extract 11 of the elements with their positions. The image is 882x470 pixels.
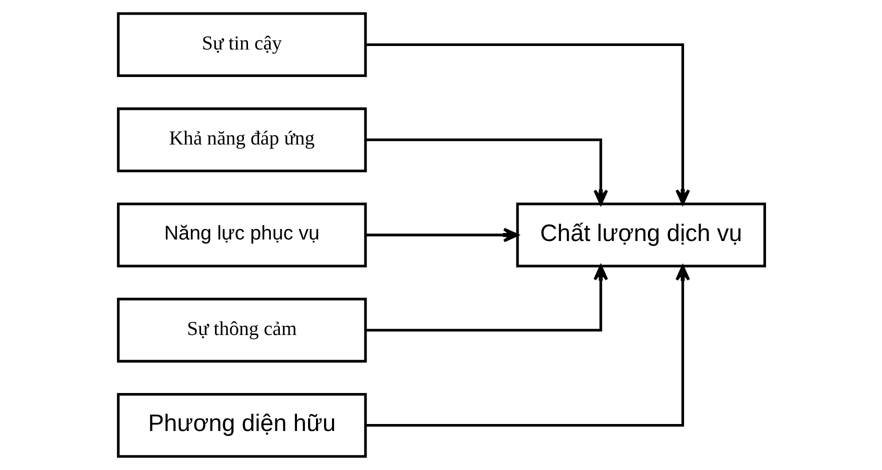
node-box: Phương diện hữu [116,392,366,458]
arrow [365,264,608,332]
node-box: Sự thông cảm [116,298,366,363]
node-box: Sự tin cậy [116,12,366,78]
arrow [365,138,608,206]
node-box: Chất lượng dịch vụ [516,202,766,268]
node-box: Năng lực phục vụ [116,202,366,268]
arrow [365,265,690,427]
arrow [365,43,690,205]
arrow [366,228,518,242]
node-box: Khả năng đáp ứng [116,107,366,172]
